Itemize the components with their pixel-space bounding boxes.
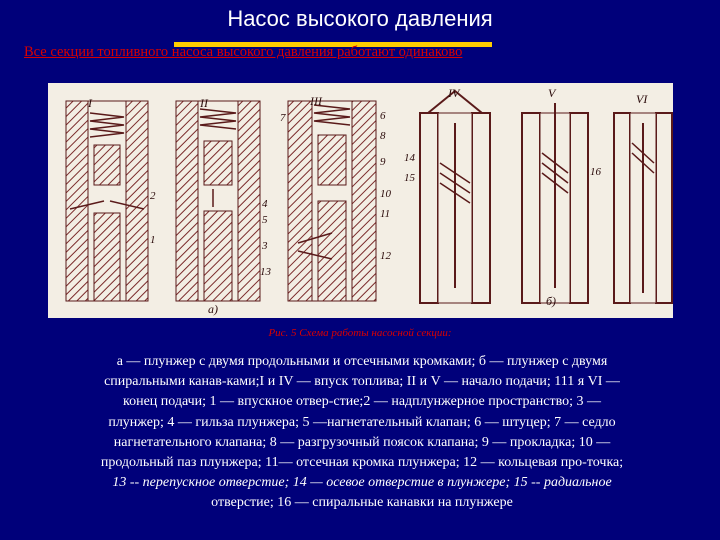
section-vi (613, 112, 673, 304)
label-num-1: 1 (150, 234, 156, 246)
label-roman-5: V (548, 86, 557, 100)
section-v (521, 103, 589, 304)
label-num-8: 8 (380, 130, 386, 142)
label-num-3: 3 (261, 240, 268, 252)
legend-line-6: продольный паз плунжера; 11— отсечная кр… (100, 455, 624, 471)
figure-legend: а — плунжер с двумя продольными и отсечн… (32, 352, 692, 514)
label-part-b: б) (546, 294, 556, 308)
pump-section-diagram: I II III IV V VI 1 2 3 4 5 6 7 8 9 10 11… (48, 83, 673, 318)
label-roman-1: I (87, 96, 93, 110)
figure-caption-title: Рис. 5 Схема работы насосной секции: (268, 327, 452, 339)
label-num-5: 5 (262, 214, 268, 226)
section-ii (175, 100, 261, 302)
slide-title: Насос высокого давления (227, 6, 493, 31)
section-iii (287, 100, 377, 302)
legend-line-7: 13 -- перепускное отверстие; 14 — осевое… (112, 475, 612, 491)
label-num-10: 10 (380, 188, 392, 200)
label-num-6: 6 (380, 110, 386, 122)
label-num-4: 4 (262, 198, 268, 210)
label-num-9: 9 (380, 156, 386, 168)
label-num-15: 15 (404, 172, 416, 184)
legend-line-5: нагнетательного клапана; 8 — разгрузочны… (113, 434, 611, 450)
legend-line-1: а — плунжер с двумя продольными и отсечн… (116, 354, 608, 369)
label-num-2: 2 (150, 190, 156, 202)
label-num-13: 13 (260, 266, 272, 278)
label-num-16: 16 (590, 166, 602, 178)
label-roman-4: IV (447, 86, 461, 100)
diagram-drawing: I II III IV V VI 1 2 3 4 5 6 7 8 9 10 11… (65, 86, 673, 316)
section-iv (419, 89, 491, 304)
label-num-14: 14 (404, 152, 416, 164)
legend-line-8: отверстие; 16 — спиральные канавки на пл… (211, 495, 513, 511)
label-roman-2: II (199, 96, 209, 110)
title-underline (174, 42, 492, 47)
legend-line-3: конец подачи; 1 — впускное отвер-стие;2 … (122, 394, 601, 410)
legend-line-2: спиральными канав-ками;I и IV — впуск то… (104, 374, 620, 390)
label-roman-3: III (309, 94, 323, 108)
legend-line-4: плунжер; 4 — гильза плунжера; 5 —нагнета… (108, 414, 616, 430)
label-num-7: 7 (280, 112, 286, 124)
label-roman-6: VI (636, 92, 648, 106)
slide-subtitle: Все секции топливного насоса высокого да… (24, 44, 463, 60)
section-i (65, 100, 149, 302)
label-num-12: 12 (380, 250, 392, 262)
label-part-a: а) (208, 302, 218, 316)
label-num-11: 11 (380, 208, 390, 220)
